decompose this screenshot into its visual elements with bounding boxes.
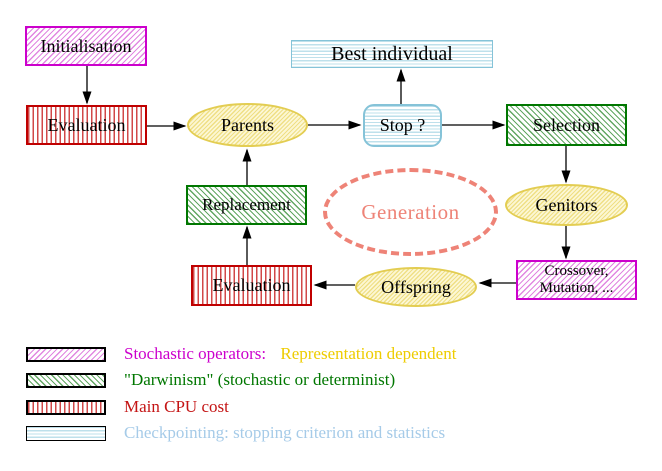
- node-evaluation-bottom-label: Evaluation: [212, 275, 291, 296]
- legend-swatch-cyan-stripes: [26, 425, 106, 441]
- node-crossover-mutation-label: Crossover, Mutation, ...: [539, 262, 614, 296]
- node-evaluation-top-label: Evaluation: [47, 114, 126, 135]
- node-selection-label: Selection: [533, 114, 600, 135]
- legend-row-checkpointing: Checkpointing: stopping criterion and st…: [26, 423, 445, 443]
- node-replacement: Replacement: [186, 185, 307, 225]
- node-initialisation: Initialisation: [25, 26, 147, 66]
- legend-label-main-cpu-cost: Main CPU cost: [124, 397, 229, 416]
- node-evaluation-bottom: Evaluation: [191, 265, 312, 306]
- legend-label-representation-dependent: Representation dependent: [280, 344, 457, 363]
- legend-swatch-magenta-hatch: [26, 346, 106, 362]
- legend-swatch-green-hatch: [26, 372, 106, 388]
- node-stop: Stop ?: [363, 104, 442, 147]
- legend-swatch-red-stripes: [26, 399, 106, 415]
- node-best-individual-label: Best individual: [331, 42, 453, 65]
- node-genitors: Genitors: [505, 184, 628, 226]
- node-selection: Selection: [506, 104, 627, 146]
- node-parents-label: Parents: [221, 114, 274, 135]
- node-generation-label: Generation: [361, 199, 460, 224]
- node-initialisation-label: Initialisation: [40, 35, 132, 56]
- node-evaluation-top: Evaluation: [26, 105, 147, 145]
- node-genitors-label: Genitors: [535, 194, 598, 215]
- legend-row-main-cpu-cost: Main CPU cost: [26, 397, 229, 417]
- node-generation: Generation: [323, 168, 498, 256]
- node-stop-label: Stop ?: [379, 115, 426, 136]
- node-offspring: Offspring: [355, 267, 477, 307]
- legend-label-darwinism: "Darwinism" (stochastic or determinist): [124, 370, 396, 389]
- legend-row-darwinism: "Darwinism" (stochastic or determinist): [26, 370, 395, 390]
- node-parents: Parents: [187, 103, 308, 147]
- legend-row-stochastic-operators: Stochastic operators: Representation dep…: [26, 344, 456, 364]
- node-best-individual: Best individual: [291, 40, 493, 68]
- node-crossover-mutation: Crossover, Mutation, ...: [516, 260, 637, 300]
- node-replacement-label: Replacement: [202, 195, 291, 215]
- legend-label-stochastic-operators: Stochastic operators:: [124, 344, 267, 363]
- node-offspring-label: Offspring: [381, 276, 451, 297]
- legend-label-checkpointing: Checkpointing: stopping criterion and st…: [124, 423, 446, 442]
